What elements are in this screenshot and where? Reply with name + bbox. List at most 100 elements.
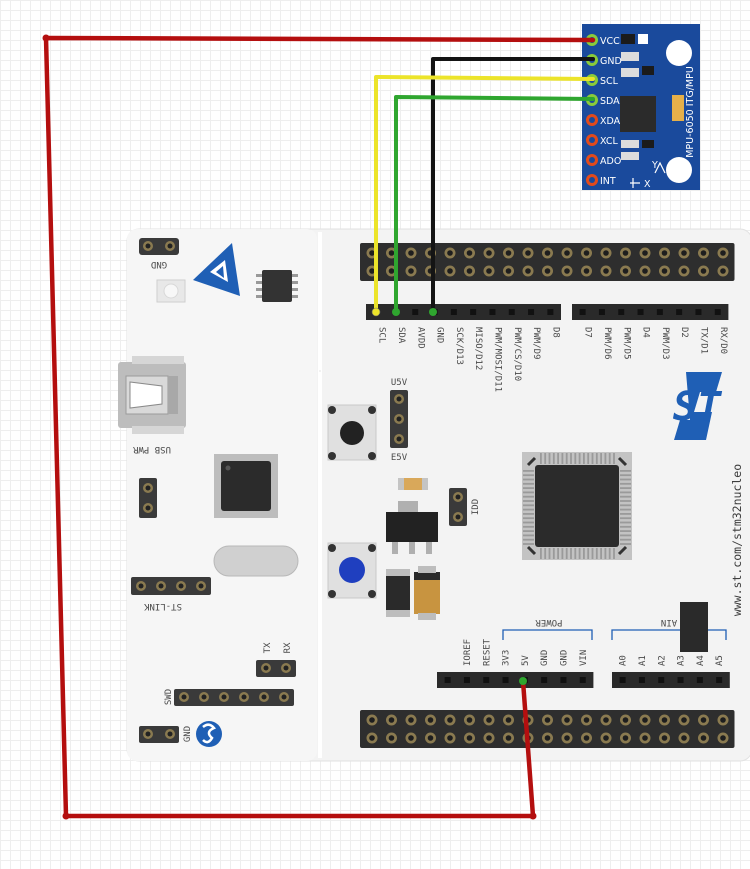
stlink-mcu	[214, 454, 278, 518]
digital-high-pin	[450, 309, 457, 315]
wire-scl[interactable]	[374, 75, 595, 314]
wire-gnd[interactable]	[431, 57, 595, 314]
analog-pin	[658, 677, 665, 683]
power-pin	[483, 677, 490, 683]
digital-high-pin	[489, 309, 496, 315]
vcc-bend-2	[62, 812, 70, 820]
arduino-header-power	[437, 672, 594, 688]
power-group-bracket: POWER	[502, 617, 593, 640]
wire-endpoints	[42, 34, 537, 820]
digital-low-pin	[695, 309, 702, 315]
swd-gnd-label: GND	[183, 726, 193, 742]
led	[156, 279, 186, 303]
digital-high-pin	[547, 309, 554, 315]
tx-label: TX	[263, 642, 273, 653]
analog-pin	[677, 677, 684, 683]
user-button[interactable]	[327, 542, 377, 599]
reset-button[interactable]	[327, 404, 377, 461]
digital-low-pin	[579, 309, 586, 315]
digital-low-label: D2	[679, 327, 689, 338]
analog-label: A0	[619, 655, 629, 666]
capacitor-small	[398, 478, 428, 490]
morpho-header-top	[360, 243, 735, 281]
module-pin-label: VCC	[600, 36, 620, 47]
jumper-cn2	[139, 478, 157, 518]
st-logo: ST	[673, 372, 723, 440]
mpu6050-module: MPU-6050 ITG/MPU Y X	[582, 24, 700, 190]
digital-high-label: PWM/CS/D10	[512, 327, 522, 381]
stlink-header: ST-LINK	[131, 577, 211, 611]
digital-high-label: GND	[435, 327, 445, 343]
digital-low-label: RX/D0	[718, 327, 728, 354]
analog-pin	[716, 677, 723, 683]
module-pin-label: XCL	[600, 136, 618, 147]
gnd-jumper-top-left: GND	[139, 238, 179, 269]
swd-logo-icon	[196, 721, 222, 747]
digital-high-pin	[508, 309, 515, 315]
digital-low-pin	[618, 309, 625, 315]
analog-group-bracket: AIN	[611, 617, 727, 640]
digital-low-pin	[676, 309, 683, 315]
module-title: MPU-6050 ITG/MPU	[685, 66, 696, 158]
axis-y-label: Y	[651, 160, 658, 171]
analog-label: A1	[638, 655, 648, 666]
digital-low-pin	[714, 309, 721, 315]
mcu-corner-marks	[526, 456, 628, 556]
power-label: 5V	[521, 655, 531, 666]
website-url: www.st.com/stm32nucleo	[730, 464, 744, 616]
axis-x-label: X	[644, 179, 651, 190]
power-pin	[502, 677, 509, 683]
power-select-jumper: U5V E5V	[390, 378, 408, 463]
right-ic	[680, 602, 708, 652]
st-link-logo	[193, 243, 240, 296]
digital-high-pin	[470, 309, 477, 315]
digital-low-label: PWM/D6	[602, 327, 612, 360]
ic-8pin	[256, 270, 298, 302]
power-label: VIN	[579, 650, 589, 666]
tx-rx-leds: TX RX	[256, 642, 296, 677]
morpho-header-bottom	[360, 710, 735, 748]
module-pin-label: GND	[600, 56, 622, 67]
analog-pin	[619, 677, 626, 683]
power-pin	[579, 677, 586, 683]
analog-pin	[696, 677, 703, 683]
digital-high-pin	[528, 309, 535, 315]
digital-low-label: D4	[641, 327, 651, 338]
power-pin	[560, 677, 567, 683]
power-label: GND	[540, 650, 550, 666]
wire-sda[interactable]	[394, 95, 595, 314]
st-logo-text: ST	[673, 384, 723, 430]
digital-low-pin	[656, 309, 663, 315]
power-pin	[444, 677, 451, 683]
digital-high-label: PWM/D9	[531, 327, 541, 360]
power-label: 3V3	[502, 650, 512, 666]
usb-pwr-label: USB PWR	[132, 444, 171, 454]
digital-high-pin	[412, 309, 419, 315]
digital-low-label: PWM/D3	[660, 327, 670, 360]
vcc-bend-1	[42, 34, 50, 42]
scl-board-end	[371, 307, 381, 317]
digital-high-label: MISO/D12	[473, 327, 483, 370]
analog-pin	[638, 677, 645, 683]
idd-label: IDD	[471, 499, 481, 515]
idd-jumper: IDD	[449, 488, 481, 526]
usb-connector: USB PWR	[118, 356, 186, 454]
power-label: GND	[559, 650, 569, 666]
analog-label: A5	[715, 655, 725, 666]
digital-high-label: SDA	[396, 327, 406, 344]
analog-label: A4	[696, 655, 706, 666]
voltage-regulator	[386, 501, 438, 554]
analog-group-label: AIN	[661, 617, 677, 627]
module-pin-label: XDA	[600, 116, 621, 127]
digital-low-label: PWM/D5	[621, 327, 631, 360]
digital-low-label: TX/D1	[698, 327, 708, 354]
e5v-label: E5V	[391, 453, 408, 463]
digital-high-label: SCL	[377, 327, 387, 343]
diode	[386, 569, 410, 617]
digital-low-pin	[637, 309, 644, 315]
